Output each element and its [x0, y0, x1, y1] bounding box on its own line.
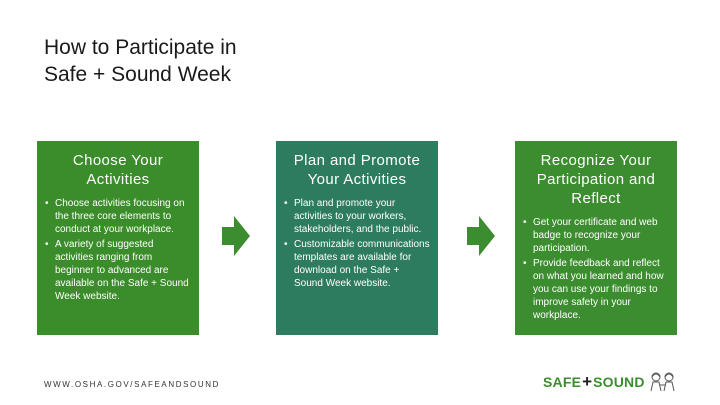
card-title: Plan and Promote Your Activities	[284, 151, 430, 189]
safe-sound-logo: SAFE + SOUND	[543, 369, 678, 395]
card-title-line-1: Plan and Promote	[293, 152, 421, 169]
card-title-line-1: Recognize Your	[540, 152, 652, 169]
right-arrow-icon	[467, 216, 495, 256]
logo-text-safe: SAFE	[543, 374, 582, 390]
card-bullet-item: Get your certificate and web badge to re…	[523, 216, 669, 255]
card-bullet-list: Plan and promote your activities to your…	[284, 197, 430, 290]
card-title: Recognize Your Participation and Reflect	[523, 151, 669, 208]
card-bullet-text: Plan and promote your activities to your…	[294, 198, 422, 235]
card-bullet-item: Provide feedback and reflect on what you…	[523, 257, 669, 322]
card-choose-activities: Choose Your Activities Choose activities…	[37, 141, 199, 335]
right-arrow-icon	[222, 216, 250, 256]
card-title-line-2: Participation and	[536, 171, 656, 188]
card-recognize-reflect: Recognize Your Participation and Reflect…	[515, 141, 677, 335]
card-title-line-2: Activities	[86, 171, 150, 188]
card-bullet-text: A variety of suggested activities rangin…	[55, 239, 189, 302]
card-title-line-3: Reflect	[571, 190, 621, 207]
card-bullet-text: Customizable communications templates ar…	[294, 239, 430, 289]
slide-title-line-2: Safe + Sound Week	[44, 63, 231, 86]
card-bullet-list: Choose activities focusing on the three …	[45, 197, 191, 303]
card-bullet-text: Provide feedback and reflect on what you…	[533, 258, 664, 321]
logo-plus: +	[582, 372, 593, 391]
card-title-line-1: Choose Your	[72, 152, 164, 169]
card-title: Choose Your Activities	[45, 151, 191, 189]
card-bullet-item: A variety of suggested activities rangin…	[45, 238, 191, 303]
card-bullet-text: Get your certificate and web badge to re…	[533, 217, 658, 254]
logo-text-sound: SOUND	[593, 374, 645, 390]
card-bullet-text: Choose activities focusing on the three …	[55, 198, 185, 235]
card-plan-promote: Plan and Promote Your Activities Plan an…	[276, 141, 438, 335]
card-bullet-item: Customizable communications templates ar…	[284, 238, 430, 290]
slide-title: How to Participate in Safe + Sound Week	[44, 34, 404, 88]
card-bullet-list: Get your certificate and web badge to re…	[523, 216, 669, 322]
card-bullet-item: Choose activities focusing on the three …	[45, 197, 191, 236]
slide-title-line-1: How to Participate in	[44, 36, 237, 59]
safe-sound-figures-icon	[650, 372, 675, 392]
card-title-line-2: Your Activities	[307, 171, 407, 188]
card-bullet-item: Plan and promote your activities to your…	[284, 197, 430, 236]
footer-url[interactable]: WWW.OSHA.GOV/SAFEANDSOUND	[44, 380, 221, 389]
